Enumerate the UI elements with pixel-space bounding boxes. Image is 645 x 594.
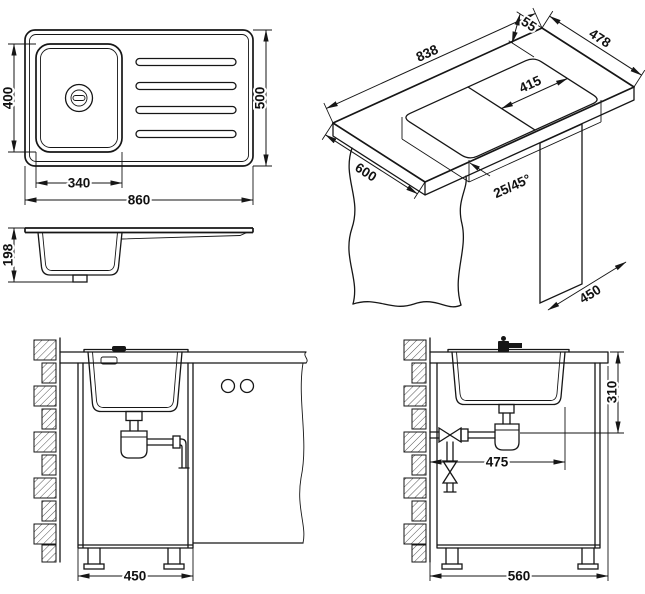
leg-foot <box>83 563 105 570</box>
worktop-section <box>59 351 308 364</box>
brand-mark <box>100 356 118 365</box>
dim-total-length: 860 <box>128 193 151 208</box>
cabinet-panels <box>348 122 583 308</box>
dim-bowl-cutout: 415 <box>517 73 544 96</box>
drain <box>64 83 94 113</box>
valve <box>441 460 459 484</box>
leg-foot <box>441 563 463 570</box>
wall-hatching <box>403 337 431 563</box>
side-section-view: 310 475 560 <box>403 336 624 586</box>
bowl-outline <box>35 43 123 153</box>
bowl-inner <box>40 48 118 148</box>
faucet-symbol <box>498 336 522 352</box>
sink-outline <box>24 29 254 167</box>
valve <box>438 426 462 444</box>
right-panel <box>539 122 583 305</box>
plan-view: 400 500 340 860 <box>0 29 272 210</box>
dim-bowl-height: 198 <box>1 243 16 266</box>
knob-left <box>220 378 236 394</box>
dim-drain-height: 310 <box>605 381 620 404</box>
sink-section <box>83 346 189 413</box>
drain-stub <box>72 274 88 283</box>
waste-trap <box>429 403 520 493</box>
sink-rim <box>29 34 249 162</box>
dim-total-depth: 500 <box>253 87 268 110</box>
profile-dimensions: 198 <box>0 227 80 283</box>
dim-cabinet-width: 450 <box>124 569 147 584</box>
waste-trap <box>120 410 190 469</box>
board-underside <box>121 232 248 240</box>
cabinet-legs <box>441 547 599 570</box>
dim-edge-chamfer: 25/45° <box>491 171 533 201</box>
dim-cutout-length: 838 <box>414 42 441 65</box>
dim-cabinet-depth: 560 <box>508 569 531 584</box>
left-panel-bottom <box>352 301 462 308</box>
iso-dimensions: 838 478 55 415 600 25/45° 450 <box>321 7 645 311</box>
dim-cutout-width: 478 <box>586 26 613 51</box>
dim-iso-cabinet-width: 450 <box>577 282 604 307</box>
front-section-view: 450 <box>33 337 308 586</box>
front-section-dimensions: 450 <box>77 548 194 586</box>
sink-section <box>447 348 570 406</box>
cutout-depth-lines <box>401 100 602 183</box>
leg-foot <box>577 563 599 570</box>
tap-hole-cover <box>112 346 126 352</box>
pipe-coupling <box>172 435 181 449</box>
isometric-view: 838 478 55 415 600 25/45° 450 <box>321 7 645 311</box>
rim-profile <box>24 227 254 234</box>
chamfer-leader <box>469 162 491 177</box>
leg-foot <box>163 563 185 570</box>
dim-rim-offset: 55 <box>519 14 540 35</box>
drainboard-grooves <box>135 57 237 139</box>
cabinet-section <box>77 362 305 570</box>
wall-hatching <box>33 337 61 563</box>
worktop-thickness <box>332 86 635 196</box>
cabinet-legs <box>83 547 185 570</box>
dim-bowl-depth: 400 <box>1 87 16 110</box>
side-section-dimensions: 310 475 560 <box>429 351 624 586</box>
worktop-section <box>429 351 609 364</box>
plan-dimensions: 400 500 340 860 <box>0 29 272 210</box>
bowl-profile-inner <box>42 232 118 271</box>
left-panel-right-edge <box>457 175 467 306</box>
cabinet-section <box>436 362 601 570</box>
knob-right <box>239 378 255 394</box>
bowl-profile <box>37 231 123 276</box>
profile-view: 198 <box>0 227 254 283</box>
dim-bowl-width: 340 <box>68 176 91 191</box>
pipe-coupling <box>460 428 469 442</box>
dim-drain-offset: 475 <box>486 455 509 470</box>
